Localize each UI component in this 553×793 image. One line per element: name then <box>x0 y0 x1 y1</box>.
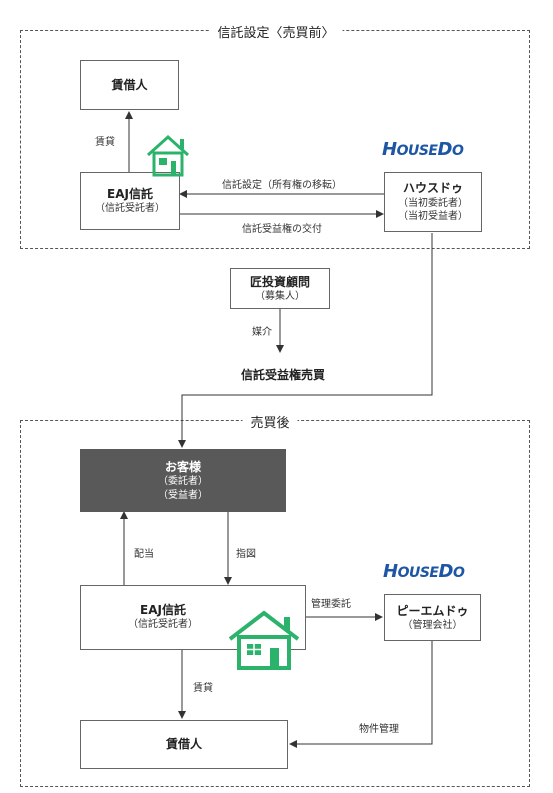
customer-label: お客様 <box>164 459 201 474</box>
customer-sub2: （受益者） <box>158 489 208 501</box>
pm-label: ピーエムドゥ <box>396 603 469 618</box>
edge-bottom-lease-label: 賃貸 <box>193 683 213 694</box>
bottom-eaj-sub: （信託受託者） <box>128 619 198 631</box>
edge-top-transfer-label: 信託設定（所有権の移転） <box>222 180 342 191</box>
broker-sub: （募集人） <box>255 290 305 302</box>
housedo-logo: HOUSEDO <box>383 561 465 582</box>
customer-box: お客様 （委託者） （受益者） <box>80 449 286 512</box>
top-eaj-sub: （信託受託者） <box>95 203 165 215</box>
top-housedo-sub1: （当初委託者） <box>398 197 468 209</box>
edge-top-lease-label: 賃貸 <box>95 137 115 148</box>
before-sale-label: 信託設定〈売買前〉 <box>209 22 343 41</box>
edge-property-mgmt-label: 物件管理 <box>359 724 399 735</box>
house-icon <box>228 610 300 670</box>
broker-box: 匠投資顧問 （募集人） <box>230 268 330 309</box>
customer-sub1: （委託者） <box>158 476 208 488</box>
edge-top-grant-label: 信託受益権の交付 <box>242 224 322 235</box>
top-eaj-label: EAJ信託 <box>107 187 153 202</box>
bottom-tenant-label: 賃借人 <box>165 737 202 752</box>
top-tenant-box: 賃借人 <box>80 60 179 110</box>
edge-property-mgmt <box>289 641 433 748</box>
sale-label: 信託受益権売買 <box>240 368 326 382</box>
house-icon <box>146 134 190 177</box>
top-eaj-box: EAJ信託 （信託受託者） <box>80 172 180 230</box>
edge-mgmt-entrust-label: 管理委託 <box>311 599 351 610</box>
bottom-tenant-box: 賃借人 <box>80 720 288 769</box>
after-sale-label: 売買後 <box>242 412 298 431</box>
top-housedo-box: ハウスドゥ （当初委託者） （当初受益者） <box>384 172 482 232</box>
edge-mediation-label: 媒介 <box>252 327 272 338</box>
top-tenant-label: 賃借人 <box>111 77 148 92</box>
top-housedo-sub2: （当初受益者） <box>398 211 468 223</box>
bottom-eaj-label: EAJ信託 <box>140 603 186 617</box>
edge-instruction-label: 指図 <box>236 549 256 560</box>
pm-box: ピーエムドゥ （管理会社） <box>384 594 481 641</box>
edge-sale-route <box>178 233 433 448</box>
broker-label: 匠投資顧問 <box>249 274 310 289</box>
pm-sub: （管理会社） <box>402 619 463 631</box>
top-housedo-label: ハウスドゥ <box>402 181 463 196</box>
edge-dividend-label: 配当 <box>134 549 154 560</box>
housedo-logo: HOUSEDO <box>382 139 464 160</box>
